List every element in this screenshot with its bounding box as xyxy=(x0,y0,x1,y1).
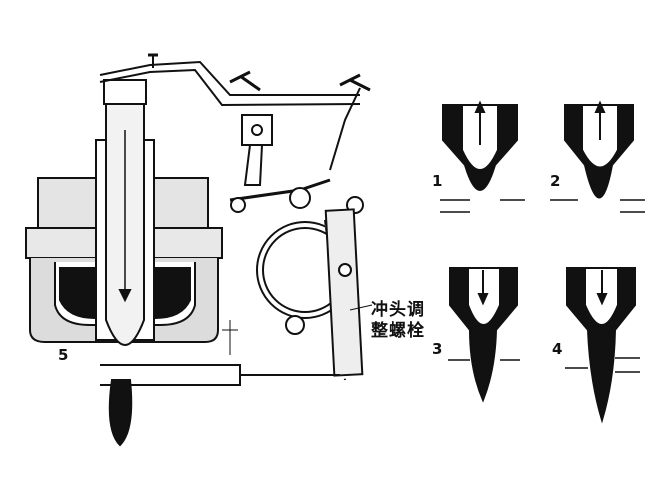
stage-label-1: 1 xyxy=(432,172,443,190)
molten-glass-right xyxy=(154,267,191,320)
annotation-line-1: 冲头调 xyxy=(371,300,425,320)
stage-label-4: 4 xyxy=(552,340,563,358)
stage-label-5: 5 xyxy=(58,346,69,364)
operating-arm xyxy=(99,60,360,96)
plunger-chuck xyxy=(103,79,147,105)
stage-label-3: 3 xyxy=(432,340,443,358)
stage-4 xyxy=(565,267,640,424)
glass-gob xyxy=(108,379,133,447)
stage-label-2: 2 xyxy=(550,172,561,190)
molten-glass-left xyxy=(59,267,96,320)
connecting-rod xyxy=(324,208,364,377)
feeder-machine xyxy=(25,53,373,447)
stage-2 xyxy=(550,100,645,213)
stage-1 xyxy=(440,100,525,213)
plunger-adjusting-bolt-label: 冲头调 整螺栓 xyxy=(371,300,425,342)
lever-block xyxy=(241,114,273,146)
stage-3 xyxy=(448,267,520,403)
annotation-line-2: 整螺栓 xyxy=(371,321,425,341)
